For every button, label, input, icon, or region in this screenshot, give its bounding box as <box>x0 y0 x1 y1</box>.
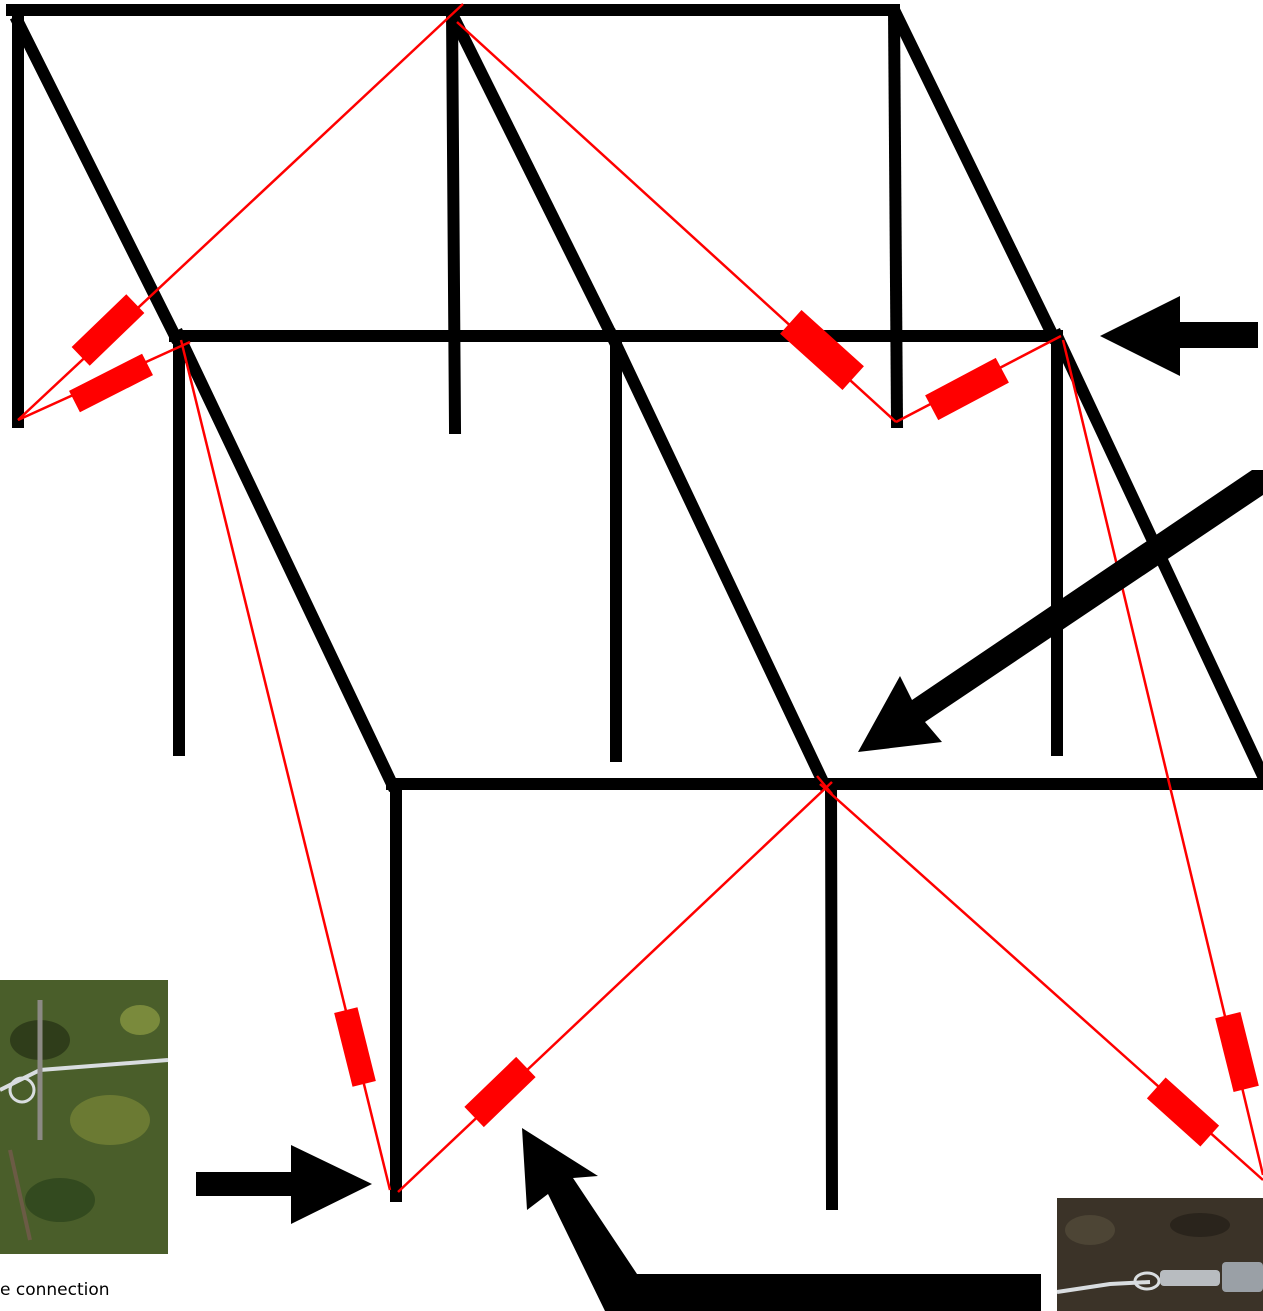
tensioner <box>780 310 864 390</box>
tensioner <box>1146 1077 1220 1147</box>
frame-rafter <box>888 7 1062 345</box>
tensioners <box>69 294 1259 1147</box>
tensioner <box>1215 1011 1259 1093</box>
arrows <box>196 296 1263 1311</box>
tensioner <box>71 294 145 366</box>
photo-turnbuckle <box>1056 1198 1263 1311</box>
arrow-up-left-icon <box>522 1128 1041 1311</box>
frame-post <box>824 777 839 1211</box>
guy-wire <box>397 781 833 1193</box>
arrow-right-icon <box>196 1145 372 1224</box>
frame-rafter <box>9 13 184 345</box>
guy-wire <box>816 775 833 795</box>
photo-wire-connection <box>0 980 169 1254</box>
frame <box>6 3 1263 1211</box>
tensioner <box>334 1007 376 1087</box>
frame-post <box>887 3 904 429</box>
arrow-down-left-icon <box>858 470 1263 752</box>
frame-rafter <box>446 11 621 345</box>
tensioner <box>464 1056 536 1128</box>
frame-rafter <box>604 328 832 792</box>
frame-rafter <box>171 328 400 792</box>
frame-post <box>445 3 462 435</box>
tensioner <box>925 357 1009 421</box>
arrow-left-icon <box>1100 296 1258 376</box>
tensioner <box>69 353 153 413</box>
photo-caption: e connection <box>0 1280 110 1300</box>
